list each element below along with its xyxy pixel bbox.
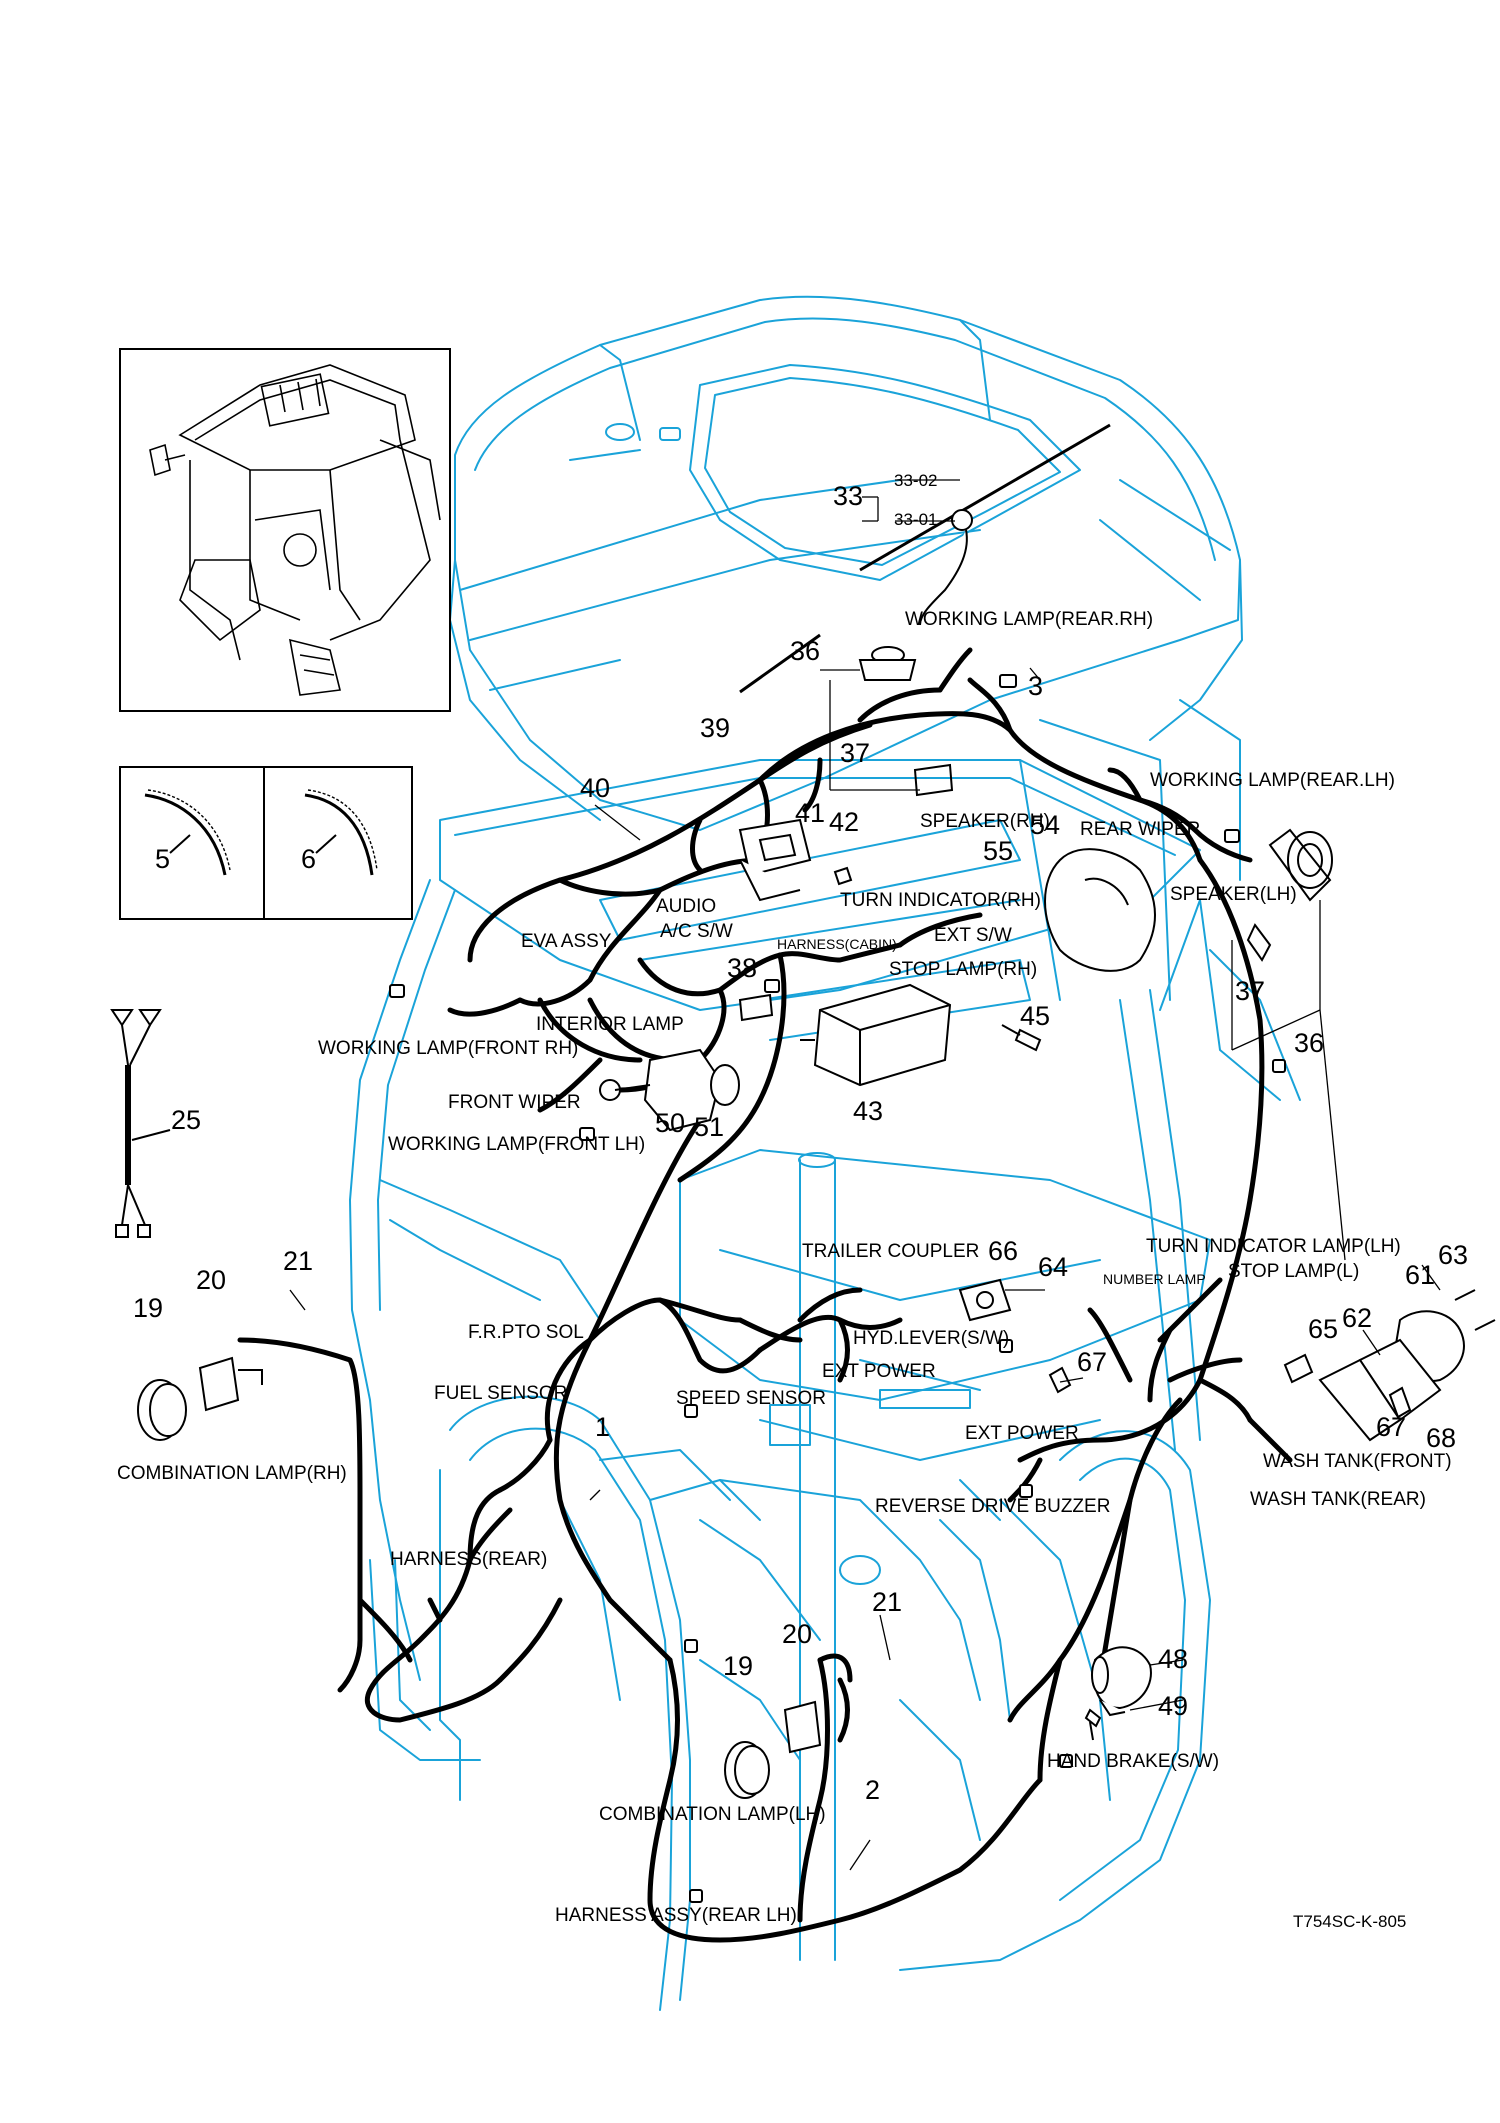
part-number-48: 48 (1158, 1644, 1189, 1674)
part-number-2: 2 (865, 1775, 881, 1805)
part-number-21-lh: 21 (872, 1587, 903, 1617)
part-number-49: 49 (1158, 1691, 1189, 1721)
part-number-65: 65 (1308, 1314, 1339, 1344)
part-number-64: 64 (1038, 1252, 1069, 1282)
label-combination-lamp-lh: COMBINATION LAMP(LH) (599, 1804, 826, 1825)
part-number-36-right: 36 (1294, 1028, 1325, 1058)
label-ext-sw: EXT S/W (934, 925, 1012, 946)
part-number-67-mid: 67 (1077, 1347, 1108, 1377)
label-stop-lamp-l: STOP LAMP(L) (1228, 1261, 1360, 1282)
part-number-45: 45 (1020, 1001, 1051, 1031)
fuse-link-symbol (110, 1009, 171, 1238)
part-number-20-rh: 20 (196, 1265, 227, 1295)
part-number-5: 5 (155, 844, 171, 874)
label-speed-sensor: SPEED SENSOR (676, 1388, 826, 1409)
part-number-33-02: 33-02 (894, 471, 938, 490)
part-number-41: 41 (795, 798, 826, 828)
part-number-36-top: 36 (790, 636, 821, 666)
label-working-lamp-front-lh: WORKING LAMP(FRONT LH) (388, 1134, 646, 1155)
part-number-51: 51 (694, 1112, 725, 1142)
label-ext-power-2: EXT POWER (965, 1423, 1079, 1444)
label-working-lamp-front-rh: WORKING LAMP(FRONT RH) (318, 1038, 579, 1059)
label-interior-lamp: INTERIOR LAMP (536, 1014, 684, 1035)
part-number-50: 50 (655, 1108, 686, 1138)
label-hyd-lever-sw: HYD.LEVER(S/W) (853, 1328, 1010, 1349)
drawing-code: T754SC-K-805 (1293, 1912, 1407, 1931)
part-number-25: 25 (171, 1105, 202, 1135)
label-stop-lamp-rh: STOP LAMP(RH) (889, 959, 1038, 980)
label-harness-assy-rear-lh: HARNESS ASSY(REAR LH) (555, 1905, 797, 1926)
label-wash-tank-rear: WASH TANK(REAR) (1250, 1489, 1426, 1510)
part-number-40: 40 (580, 773, 611, 803)
label-speaker-lh: SPEAKER(LH) (1170, 884, 1297, 905)
part-number-37-top: 37 (840, 738, 871, 768)
label-working-lamp-rear-lh: WORKING LAMP(REAR.LH) (1150, 770, 1395, 791)
part-number-19-lh: 19 (723, 1651, 754, 1681)
label-reverse-drive-buzzer: REVERSE DRIVE BUZZER (875, 1496, 1111, 1517)
label-front-wiper: FRONT WIPER (448, 1092, 581, 1113)
label-trailer-coupler: TRAILER COUPLER (802, 1241, 980, 1262)
part-number-20-lh: 20 (782, 1619, 813, 1649)
part-number-1: 1 (595, 1412, 611, 1442)
part-number-6: 6 (301, 844, 317, 874)
label-speaker-rh: SPEAKER(RH) (920, 811, 1050, 832)
part-number-33-01: 33-01 (894, 510, 938, 529)
label-wash-tank-front: WASH TANK(FRONT) (1263, 1451, 1452, 1472)
part-number-38: 38 (727, 953, 758, 983)
part-number-67-right: 67 (1376, 1412, 1407, 1442)
label-fr-pto-sol: F.R.PTO SOL (468, 1322, 584, 1343)
label-fuel-sensor: FUEL SENSOR (434, 1383, 568, 1404)
wiring-harness (237, 647, 1293, 1943)
components (137, 423, 1496, 1903)
label-harness-rear: HARNESS(REAR) (390, 1549, 548, 1570)
label-number-lamp: NUMBER LAMP (1103, 1271, 1206, 1287)
label-eva-assy: EVA ASSY (521, 931, 612, 952)
label-ext-power-1: EXT POWER (822, 1361, 936, 1382)
part-number-19-rh: 19 (133, 1293, 164, 1323)
label-combination-lamp-rh: COMBINATION LAMP(RH) (117, 1463, 347, 1484)
label-harness-cabin: HARNESS(CABIN) (777, 936, 897, 952)
part-number-42: 42 (829, 807, 860, 837)
part-number-62: 62 (1342, 1303, 1373, 1333)
cab-overview-inset (119, 348, 451, 920)
label-turn-indicator-rh: TURN INDICATOR(RH) (840, 890, 1041, 911)
part-number-61: 61 (1405, 1260, 1436, 1290)
part-number-55: 55 (983, 836, 1014, 866)
label-working-lamp-rear-rh: WORKING LAMP(REAR.RH) (905, 609, 1154, 630)
part-number-21-rh: 21 (283, 1246, 314, 1276)
leader-lines (289, 479, 1441, 1871)
label-turn-indicator-lamp-lh: TURN INDICATOR LAMP(LH) (1146, 1236, 1401, 1257)
part-number-39: 39 (700, 713, 731, 743)
label-rear-wiper: REAR WIPER (1080, 819, 1201, 840)
part-number-54: 54 (1030, 810, 1061, 840)
part-number-43: 43 (853, 1096, 884, 1126)
part-number-68: 68 (1426, 1423, 1457, 1453)
part-number-33: 33 (833, 481, 864, 511)
label-audio: AUDIO (656, 896, 717, 917)
label-ac-sw: A/C S/W (660, 921, 733, 942)
label-hand-brake-sw: HAND BRAKE(S/W) (1047, 1751, 1220, 1772)
part-number-3: 3 (1028, 671, 1044, 701)
part-number-63: 63 (1438, 1240, 1469, 1270)
part-number-37-right: 37 (1235, 976, 1266, 1006)
part-number-66: 66 (988, 1236, 1019, 1266)
